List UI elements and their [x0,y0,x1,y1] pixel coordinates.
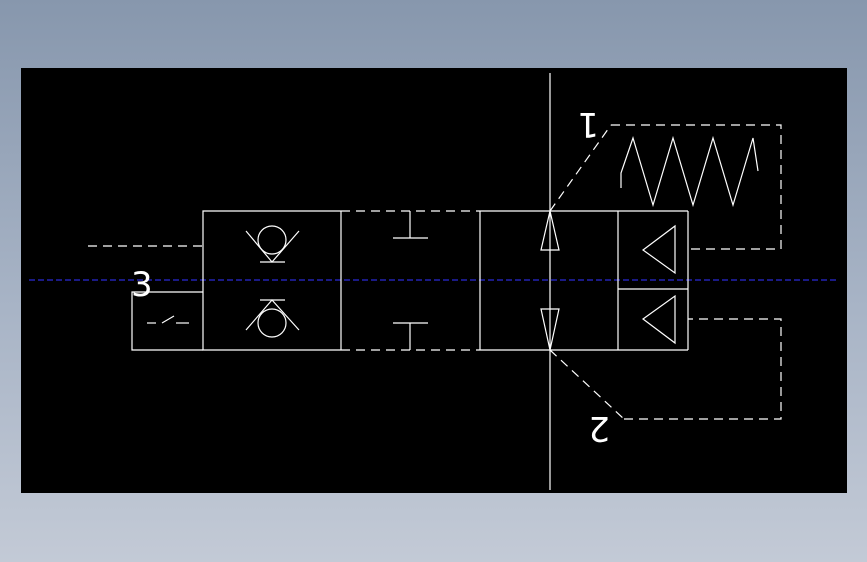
port-label-1: 1 [577,104,599,144]
pilot-line-port-2 [549,318,782,420]
valve-body [202,210,689,351]
check-valve-top [245,225,300,263]
blocked-port-symbols [393,211,428,350]
valve-symbol-drawing: 3 1 2 [29,73,839,490]
port-3-switch-box [131,291,203,351]
pilot-line-port-1 [549,124,782,250]
flow-arrows [540,210,560,351]
port-label-2: 2 [588,408,610,448]
check-valve-bottom [245,299,300,338]
pilot-triangles [641,224,676,345]
port-label-3: 3 [131,265,153,305]
cad-viewport[interactable]: 3 1 2 [21,68,847,493]
spring-symbol [620,135,759,208]
